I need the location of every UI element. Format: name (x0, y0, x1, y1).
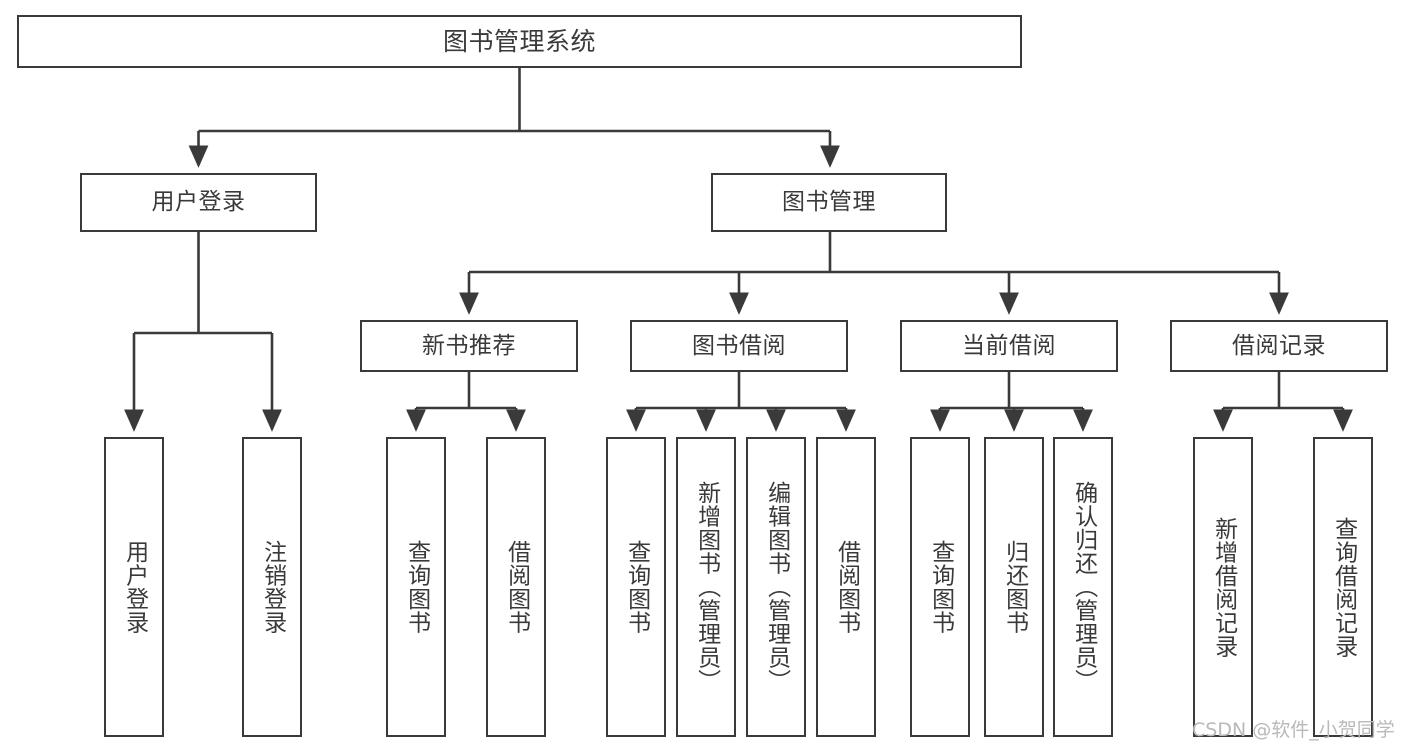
node-current-borrow[interactable]: 当前借阅 (900, 320, 1118, 372)
node-leaf-borrow-book-2-label: 借阅图书 (833, 540, 860, 634)
node-leaf-borrow-book-2[interactable]: 借阅图书 (816, 437, 876, 737)
node-book-borrow[interactable]: 图书借阅 (630, 320, 848, 372)
node-book-manage[interactable]: 图书管理 (711, 173, 947, 232)
node-leaf-query-book-2[interactable]: 查询图书 (606, 437, 666, 737)
node-leaf-edit-book-admin-label: 编辑图书（管理员） (763, 481, 790, 693)
node-leaf-query-book-1-label: 查询图书 (403, 540, 430, 634)
node-leaf-user-logout[interactable]: 注销登录 (242, 437, 302, 737)
node-leaf-user-logout-label: 注销登录 (259, 540, 286, 634)
node-leaf-edit-book-admin[interactable]: 编辑图书（管理员） (746, 437, 806, 737)
node-new-book-recommend-label: 新书推荐 (422, 332, 516, 359)
node-leaf-confirm-return-admin-label: 确认归还（管理员） (1070, 481, 1097, 693)
node-leaf-query-book-3-label: 查询图书 (927, 540, 954, 634)
node-leaf-user-login[interactable]: 用户登录 (104, 437, 164, 737)
node-root[interactable]: 图书管理系统 (17, 15, 1022, 68)
node-leaf-borrow-book-1-label: 借阅图书 (503, 540, 530, 634)
node-leaf-user-login-label: 用户登录 (121, 540, 148, 634)
node-new-book-recommend[interactable]: 新书推荐 (360, 320, 578, 372)
node-leaf-add-borrow-record-label: 新增借阅记录 (1210, 516, 1237, 658)
node-leaf-query-book-1[interactable]: 查询图书 (386, 437, 446, 737)
node-leaf-confirm-return-admin[interactable]: 确认归还（管理员） (1053, 437, 1113, 737)
watermark-text: CSDN @软件_小贺同学 (1192, 719, 1395, 741)
node-leaf-query-book-2-label: 查询图书 (623, 540, 650, 634)
node-leaf-add-borrow-record[interactable]: 新增借阅记录 (1193, 437, 1253, 737)
node-current-borrow-label: 当前借阅 (962, 332, 1056, 359)
node-leaf-return-book-label: 归还图书 (1001, 540, 1028, 634)
node-user-login[interactable]: 用户登录 (80, 173, 317, 232)
node-leaf-add-book-admin-label: 新增图书（管理员） (693, 481, 720, 693)
node-book-borrow-label: 图书借阅 (692, 332, 786, 359)
node-root-label: 图书管理系统 (442, 27, 596, 56)
node-leaf-query-borrow-record[interactable]: 查询借阅记录 (1313, 437, 1373, 737)
node-borrow-record-label: 借阅记录 (1232, 332, 1326, 359)
node-leaf-query-book-3[interactable]: 查询图书 (910, 437, 970, 737)
node-borrow-record[interactable]: 借阅记录 (1170, 320, 1388, 372)
node-book-manage-label: 图书管理 (782, 189, 876, 216)
node-user-login-label: 用户登录 (151, 189, 246, 216)
node-leaf-return-book[interactable]: 归还图书 (984, 437, 1044, 737)
node-leaf-add-book-admin[interactable]: 新增图书（管理员） (676, 437, 736, 737)
node-leaf-borrow-book-1[interactable]: 借阅图书 (486, 437, 546, 737)
node-leaf-query-borrow-record-label: 查询借阅记录 (1330, 516, 1357, 658)
